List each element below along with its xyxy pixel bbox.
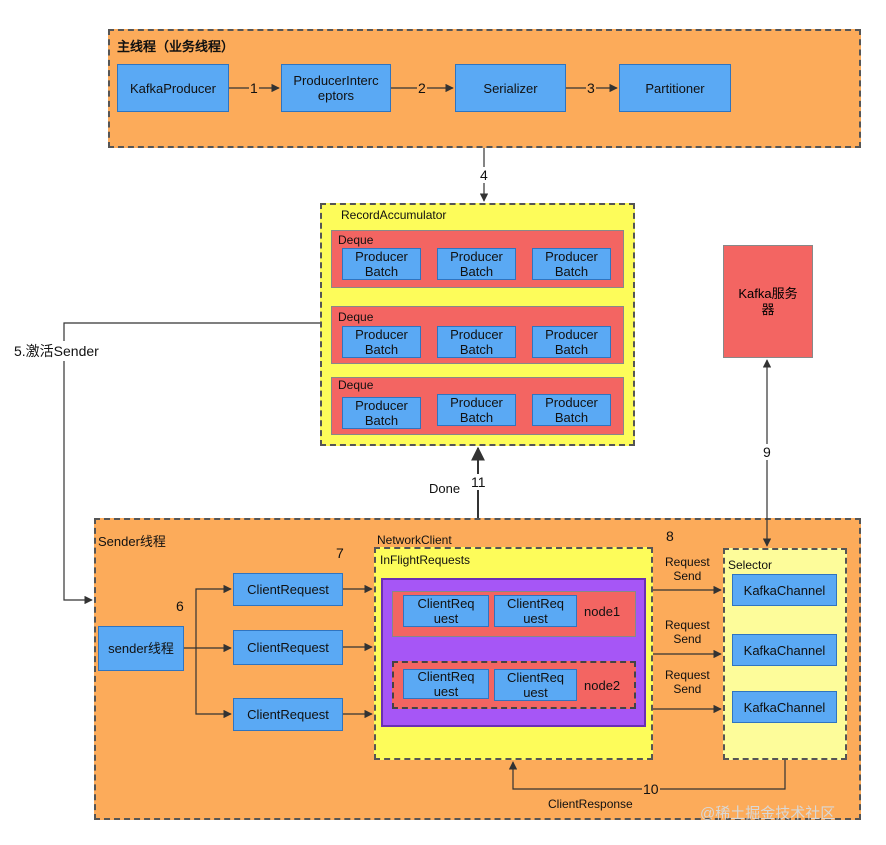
producer-batch-label: Producer Batch (355, 249, 408, 279)
step-9-label: 9 (762, 444, 772, 460)
step-6-label: 6 (175, 598, 185, 614)
kafka-producer-box[interactable]: KafkaProducer (117, 64, 229, 112)
client-request-short-label: ClientReq uest (506, 596, 565, 626)
client-request-short[interactable]: ClientReq uest (494, 595, 577, 627)
step-3-label: 3 (586, 80, 596, 96)
client-request-box[interactable]: ClientRequest (233, 698, 343, 731)
client-request-short-label: ClientReq uest (417, 669, 475, 699)
producer-batch[interactable]: Producer Batch (437, 248, 516, 280)
client-request-short-label: ClientReq uest (417, 596, 475, 626)
step-4-label: 4 (479, 167, 489, 183)
node2-label: node2 (584, 678, 621, 693)
producer-batch[interactable]: Producer Batch (342, 248, 421, 280)
deque-3-label: Deque (338, 378, 374, 392)
producer-interceptors-label: ProducerInterc eptors (293, 73, 379, 103)
client-response-label: ClientResponse (548, 797, 633, 811)
node1-label: node1 (584, 604, 621, 619)
inflight-requests-title: InFlightRequests (380, 553, 471, 567)
step-1-label: 1 (249, 80, 259, 96)
step-2-label: 2 (417, 80, 427, 96)
producer-batch-label: Producer Batch (355, 398, 408, 428)
producer-batch-label: Producer Batch (450, 395, 503, 425)
producer-batch-label: Producer Batch (545, 249, 598, 279)
producer-batch[interactable]: Producer Batch (532, 326, 611, 358)
step-11-label: 11 (470, 474, 487, 490)
producer-batch-label: Producer Batch (545, 327, 598, 357)
producer-batch[interactable]: Producer Batch (342, 397, 421, 429)
client-request-box[interactable]: ClientRequest (233, 573, 343, 606)
sender-box[interactable]: sender线程 (98, 626, 184, 671)
kafka-channel-box[interactable]: KafkaChannel (732, 691, 837, 723)
kafka-server-label: Kafka服务 器 (738, 285, 798, 317)
producer-batch[interactable]: Producer Batch (342, 326, 421, 358)
client-request-short[interactable]: ClientReq uest (403, 595, 489, 627)
producer-batch-label: Producer Batch (450, 327, 503, 357)
producer-batch-label: Producer Batch (545, 395, 598, 425)
sender-thread-title: Sender线程 (98, 534, 166, 549)
activate-sender-label: 5.激活Sender (13, 341, 100, 361)
client-request-short[interactable]: ClientReq uest (403, 669, 489, 699)
kafka-channel-box[interactable]: KafkaChannel (732, 634, 837, 666)
deque-1-label: Deque (338, 233, 374, 247)
partitioner-box[interactable]: Partitioner (619, 64, 731, 112)
producer-batch[interactable]: Producer Batch (437, 394, 516, 426)
producer-batch-label: Producer Batch (450, 249, 503, 279)
kafka-server-box[interactable]: Kafka服务 器 (723, 245, 813, 358)
producer-batch[interactable]: Producer Batch (532, 394, 611, 426)
request-send-label: Request Send (665, 555, 710, 583)
client-request-box[interactable]: ClientRequest (233, 630, 343, 665)
record-accumulator-title: RecordAccumulator (341, 208, 447, 222)
kafka-channel-box[interactable]: KafkaChannel (732, 574, 837, 606)
main-thread-title: 主线程（业务线程） (117, 39, 235, 54)
step-10-label: 10 (642, 781, 660, 797)
producer-batch-label: Producer Batch (355, 327, 408, 357)
done-label: Done (429, 481, 461, 496)
producer-batch[interactable]: Producer Batch (532, 248, 611, 280)
step-8-label: 8 (665, 528, 675, 544)
selector-title: Selector (728, 558, 773, 572)
request-send-label: Request Send (665, 668, 710, 696)
deque-2-label: Deque (338, 310, 374, 324)
client-request-short[interactable]: ClientReq uest (494, 669, 577, 701)
step-7-label: 7 (335, 545, 345, 561)
producer-interceptors-box[interactable]: ProducerInterc eptors (281, 64, 391, 112)
watermark: @稀土掘金技术社区 (700, 805, 836, 822)
serializer-box[interactable]: Serializer (455, 64, 566, 112)
network-client-title: NetworkClient (377, 533, 452, 547)
request-send-label: Request Send (665, 618, 710, 646)
producer-batch[interactable]: Producer Batch (437, 326, 516, 358)
client-request-short-label: ClientReq uest (506, 670, 565, 700)
